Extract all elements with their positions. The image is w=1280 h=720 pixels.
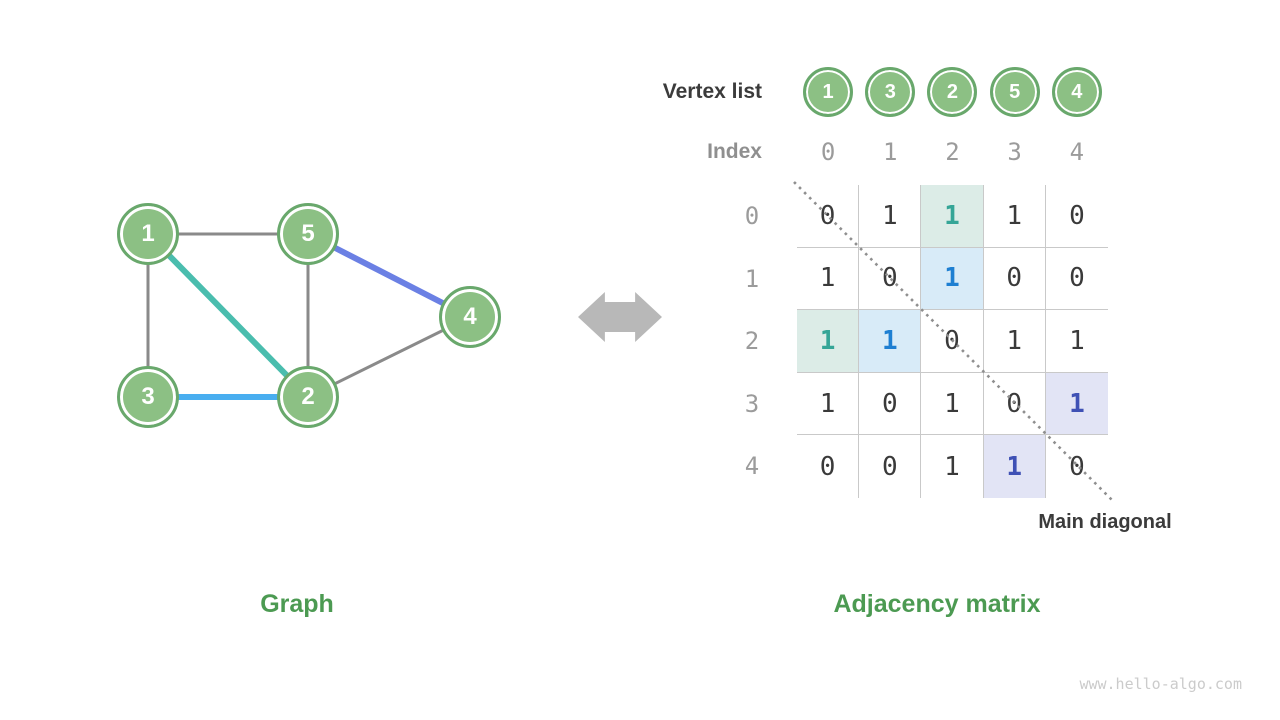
matrix-cell-3-2: 1 xyxy=(921,372,984,436)
index-cell: 4 xyxy=(1069,138,1085,166)
index-cell: 3 xyxy=(1007,138,1022,166)
index-cell: 1 xyxy=(883,138,898,166)
matrix-cell-1-1: 0 xyxy=(859,247,922,311)
vertex-list-cell: 1 xyxy=(797,66,859,118)
graph-edge-v1-v2 xyxy=(145,231,311,400)
graph-vertex-5: 5 xyxy=(277,203,339,265)
vertex-list-cell: 2 xyxy=(921,66,983,118)
matrix-cell-0-4: 0 xyxy=(1045,185,1108,248)
matrix-cell-1-4: 0 xyxy=(1045,248,1108,311)
watermark: www.hello-algo.com xyxy=(1079,675,1242,693)
matrix-cell-2-3: 1 xyxy=(983,310,1046,373)
vertex-list-circle-4: 4 xyxy=(1051,67,1102,117)
matrix-cell-2-2: 0 xyxy=(921,310,984,373)
matrix-cell-2-0: 1 xyxy=(797,310,860,373)
graph-vertex-1: 1 xyxy=(117,203,179,265)
main-diagonal-label: Main diagonal xyxy=(1038,511,1172,533)
matrix-cell-4-1: 0 xyxy=(859,435,922,498)
matrix-cell-0-3: 1 xyxy=(983,185,1046,248)
matrix-cell-0-0: 0 xyxy=(797,185,860,248)
index-row: 0 1 2 3 4 xyxy=(797,136,1108,168)
vertex-list-circle-5: 5 xyxy=(989,67,1040,117)
graph-caption: Graph xyxy=(260,590,334,618)
matrix-cell-3-3: 0 xyxy=(983,372,1046,436)
graph-vertex-4: 4 xyxy=(439,286,501,348)
matrix-cell-0-1: 1 xyxy=(859,185,922,248)
matrix-cell-4-2: 1 xyxy=(921,435,984,498)
matrix-caption: Adjacency matrix xyxy=(833,590,1041,618)
matrix-row-labels: 0 1 2 3 4 xyxy=(722,185,782,498)
vertex-list-circle-1: 1 xyxy=(803,67,854,117)
index-cell: 2 xyxy=(945,138,960,166)
matrix-cell-3-0: 1 xyxy=(797,372,860,436)
vertex-list-label: Vertex list xyxy=(662,80,762,103)
index-cell: 0 xyxy=(820,138,836,166)
matrix-row-label: 0 xyxy=(744,202,760,230)
matrix-cell-4-0: 0 xyxy=(797,435,860,498)
vertex-list-circle-2: 2 xyxy=(927,67,978,117)
vertex-list-cell: 5 xyxy=(984,66,1046,118)
matrix-row-label: 3 xyxy=(744,389,760,418)
matrix-cell-1-3: 0 xyxy=(983,247,1046,311)
matrix-cell-1-2: 1 xyxy=(921,247,984,311)
matrix-cell-2-4: 1 xyxy=(1045,310,1108,373)
double-arrow-icon xyxy=(578,292,662,342)
vertex-list-cell: 3 xyxy=(859,66,921,118)
matrix-row-label: 1 xyxy=(744,264,760,293)
matrix-cell-4-4: 0 xyxy=(1069,451,1085,482)
graph-vertex-3: 3 xyxy=(117,366,179,428)
matrix-cell-1-0: 1 xyxy=(797,247,860,311)
matrix-cell-3-1: 0 xyxy=(859,372,922,436)
matrix-cell-3-4: 1 xyxy=(1045,372,1108,436)
vertex-list-circle-3: 3 xyxy=(865,67,916,117)
matrix-cell-2-1: 1 xyxy=(859,310,922,373)
matrix-cell-4-3: 1 xyxy=(983,435,1046,498)
matrix-cell-0-2: 1 xyxy=(921,185,984,248)
matrix-row-label: 4 xyxy=(744,452,760,481)
matrix-row-label: 2 xyxy=(744,327,760,356)
index-label: Index xyxy=(707,140,762,163)
graph-vertex-2: 2 xyxy=(277,366,339,428)
vertex-list-cell: 4 xyxy=(1046,66,1108,118)
